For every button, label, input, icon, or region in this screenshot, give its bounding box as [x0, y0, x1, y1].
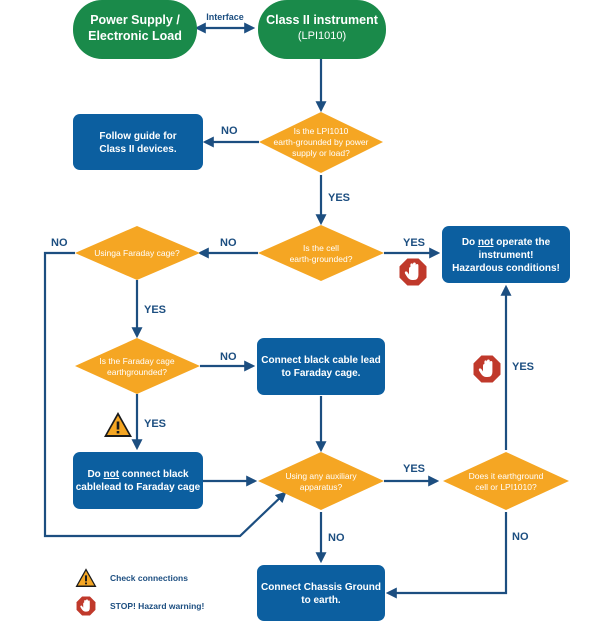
process-follow-guide: Follow guide for Class II devices.: [73, 114, 203, 170]
decision-lpi-grounded: Is the LPI1010 earth-grounded by power s…: [259, 112, 383, 173]
process-do-not-connect-pre: Do: [87, 469, 103, 480]
process-follow-guide-line2: Class II devices.: [99, 144, 176, 155]
edge-label-yes-cell: YES: [403, 237, 425, 249]
decision-faraday-cage-line1: Usinga Faraday cage?: [94, 248, 180, 258]
process-connect-black-faraday-line1: Connect black cable lead: [261, 355, 381, 366]
terminal-instrument-line2: (LPI1010): [298, 30, 346, 42]
decision-auxiliary-line2: apparatus?: [300, 482, 343, 492]
interface-label: Interface: [206, 12, 244, 22]
stop-hand-icon: [398, 257, 428, 287]
process-do-not-connect-post: connect black: [119, 469, 189, 480]
edge-label-no-lpi: NO: [221, 125, 238, 137]
process-do-not-operate-em: not: [478, 237, 494, 248]
edge-label-no-cell: NO: [220, 237, 237, 249]
decision-lpi-grounded-line2: earth-grounded by power: [274, 137, 369, 147]
decision-cell-grounded: Is the cell earth-grounded?: [258, 225, 384, 281]
decision-earthground-cell-line1: Does it earthground: [469, 471, 544, 481]
terminal-power-supply-line1: Power Supply /: [90, 13, 180, 27]
decision-cell-grounded-line1: Is the cell: [303, 243, 339, 253]
process-do-not-operate-pre: Do: [462, 237, 478, 248]
process-connect-chassis: Connect Chassis Ground to earth.: [257, 565, 385, 621]
process-do-not-connect-line1: Do not connect black: [87, 469, 189, 480]
edge-label-no-auxiliary: NO: [328, 532, 345, 544]
decision-earthground-cell: Does it earthground cell or LPI1010?: [443, 452, 569, 510]
edge-label-yes-faraday-grounded: YES: [144, 418, 166, 430]
legend-stop-hazard: STOP! Hazard warning!: [110, 601, 204, 611]
terminal-power-supply: Power Supply / Electronic Load: [73, 0, 197, 59]
process-follow-guide-line1: Follow guide for: [99, 131, 176, 142]
edge-label-no-faraday: NO: [51, 237, 68, 249]
terminal-instrument: Class II instrument (LPI1010): [258, 0, 386, 59]
process-do-not-operate: Do not operate the instrument! Hazardous…: [442, 226, 570, 283]
process-connect-black-faraday-line2: to Faraday cage.: [282, 368, 361, 379]
decision-faraday-cage: Usinga Faraday cage?: [75, 226, 200, 280]
process-do-not-connect-line2: cablelead to Faraday cage: [76, 482, 201, 493]
decision-auxiliary: Using any auxiliary apparatus?: [258, 452, 384, 510]
legend-stop-hand-icon: [75, 595, 97, 617]
legend-warning-triangle-icon: [75, 568, 97, 587]
stop-hand-icon: [472, 354, 502, 384]
decision-faraday-grounded-line1: Is the Faraday cage: [99, 356, 174, 366]
edge-label-no-earthground: NO: [512, 531, 529, 543]
decision-auxiliary-line1: Using any auxiliary: [285, 471, 357, 481]
decision-earthground-cell-line2: cell or LPI1010?: [475, 482, 537, 492]
edge-label-yes-faraday: YES: [144, 304, 166, 316]
edge-label-yes-auxiliary: YES: [403, 463, 425, 475]
edge-label-yes-earthground: YES: [512, 361, 534, 373]
edge-label-yes-lpi: YES: [328, 192, 350, 204]
decision-cell-grounded-line2: earth-grounded?: [290, 254, 353, 264]
process-do-not-operate-line1: Do not operate the: [462, 237, 551, 248]
edge-earthground-no: [385, 512, 508, 599]
process-do-not-connect-em: not: [104, 469, 120, 480]
process-do-not-operate-line3: Hazardous conditions!: [452, 263, 560, 274]
warning-triangle-icon: [104, 412, 132, 437]
process-do-not-operate-post: operate the: [493, 237, 550, 248]
process-connect-chassis-line1: Connect Chassis Ground: [261, 582, 381, 593]
process-connect-chassis-line2: to earth.: [301, 595, 341, 606]
decision-lpi-grounded-line1: Is the LPI1010: [294, 126, 349, 136]
legend: Check connections STOP! Hazard warning!: [75, 568, 204, 617]
decision-lpi-grounded-line3: supply or load?: [292, 148, 350, 158]
edges: [43, 22, 512, 599]
decision-faraday-grounded-line2: earthgrounded?: [107, 367, 167, 377]
process-do-not-connect: Do not connect black cablelead to Farada…: [73, 452, 203, 509]
process-connect-black-faraday: Connect black cable lead to Faraday cage…: [257, 338, 385, 395]
decision-faraday-grounded: Is the Faraday cage earthgrounded?: [75, 338, 200, 394]
terminal-instrument-line1: Class II instrument: [266, 13, 379, 27]
legend-check-connections: Check connections: [110, 573, 188, 583]
terminal-power-supply-line2: Electronic Load: [88, 29, 182, 43]
edge-label-no-faraday-grounded: NO: [220, 351, 237, 363]
edge-faraday-no: [43, 251, 287, 538]
process-do-not-operate-line2: instrument!: [479, 250, 534, 261]
